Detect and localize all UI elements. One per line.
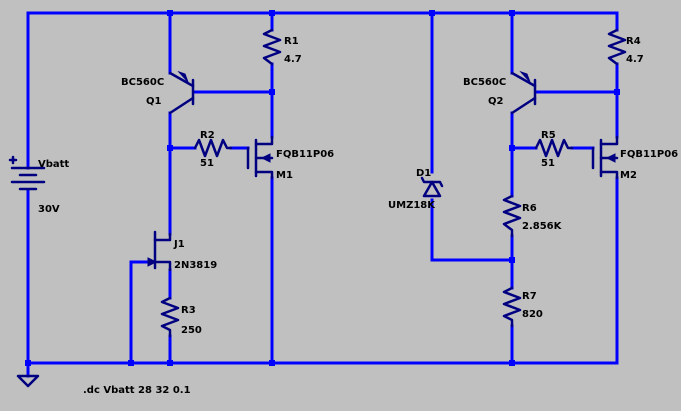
r4-ref: R4 [626,36,641,47]
jfet-j1[interactable] [147,230,172,272]
transistor-q1[interactable] [168,70,195,115]
resistor-r3[interactable] [160,296,180,338]
q1-model: BC560C [121,77,164,88]
q1-ref: Q1 [146,96,162,107]
r3-value: 250 [181,325,202,336]
r1-value: 4.7 [284,54,302,65]
r2-value: 51 [200,158,214,169]
r1-ref: R1 [284,36,299,47]
wires [26,11,619,378]
d1-model: UMZ18K [388,200,436,211]
vbatt-value: 30V [38,204,60,215]
d1-ref: D1 [416,168,431,179]
battery-vbatt[interactable] [8,155,46,191]
m2-model: FQB11P06 [620,149,678,160]
ground-symbol [16,374,40,388]
mosfet-m2[interactable] [591,135,619,180]
r6-ref: R6 [522,203,537,214]
resistor-r5[interactable] [534,138,574,158]
resistor-r2[interactable] [193,138,233,158]
transistor-q2[interactable] [510,70,537,115]
r4-value: 4.7 [626,54,644,65]
r7-value: 820 [522,309,543,320]
r5-ref: R5 [541,130,556,141]
r7-ref: R7 [522,291,537,302]
resistor-r7[interactable] [502,286,522,328]
r2-ref: R2 [200,130,215,141]
mosfet-m1[interactable] [246,135,274,180]
r5-value: 51 [541,158,555,169]
junctions [25,10,620,366]
r6-value: 2.856K [522,221,563,232]
resistor-r4[interactable] [607,28,627,66]
r3-ref: R3 [181,305,196,316]
m2-ref: M2 [620,170,637,181]
j1-model: 2N3819 [174,260,217,271]
spice-directive[interactable]: .dc Vbatt 28 32 0.1 [83,385,191,396]
vbatt-name: Vbatt [38,159,69,170]
m1-model: FQB11P06 [276,149,334,160]
resistor-r6[interactable] [502,194,522,238]
q2-ref: Q2 [488,96,504,107]
resistor-r1[interactable] [262,28,282,66]
j1-ref: J1 [173,239,185,250]
m1-ref: M1 [276,170,293,181]
q2-model: BC560C [463,77,506,88]
zener-d1[interactable] [420,176,444,198]
